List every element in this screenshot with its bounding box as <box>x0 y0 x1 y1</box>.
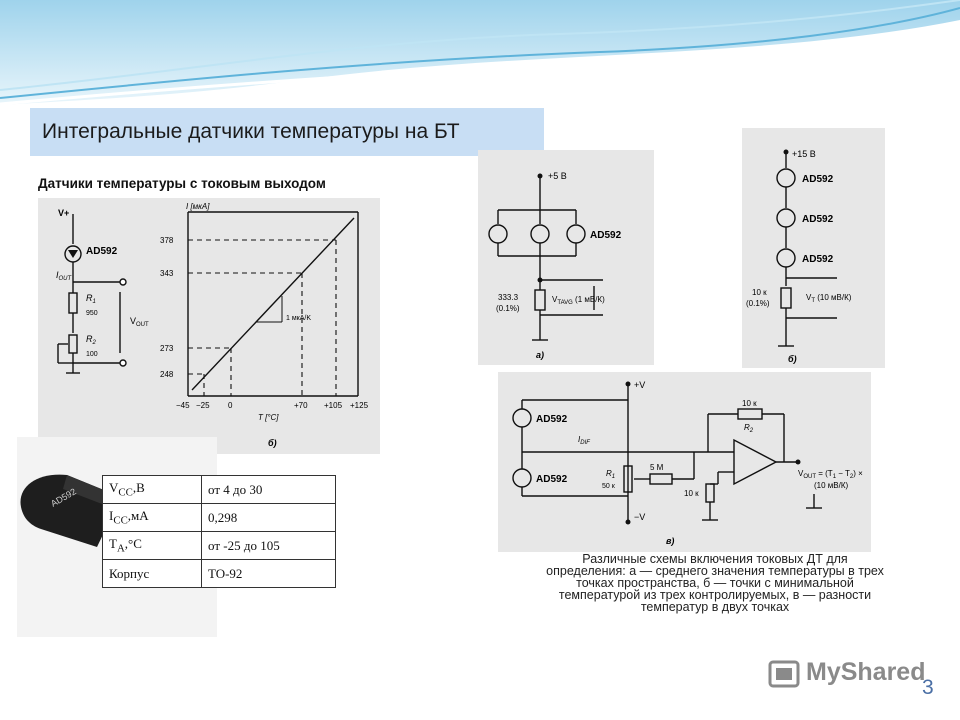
circuit-a-r-tol: (0.1%) <box>496 304 520 313</box>
caption-line: температур в двух точках <box>640 600 790 614</box>
circuit-a-caption: а) <box>536 350 544 360</box>
table-cell: TO-92 <box>201 559 336 588</box>
figure-caption: Различные схемы включения токовых ДТ для… <box>500 552 930 614</box>
sensor-schematic-a: V+ AD592 IOUT R1 950 R2 100 VOUT а) <box>38 198 158 454</box>
circuit-b-caption: б) <box>788 354 797 364</box>
r1-label: R1 <box>86 293 96 305</box>
circuit-a-r: 333.3 <box>498 293 519 302</box>
graph-caption: б) <box>268 438 277 448</box>
circuit-c-caption: в) <box>666 536 674 546</box>
circuit-a: +5 В AD592 333.3 (0.1%) VTAVG (1 мВ/К) а… <box>478 150 654 365</box>
header-wave <box>0 0 960 106</box>
caption-line: точках пространства, б — точки с минимал… <box>576 576 854 590</box>
x-tick-0: 0 <box>228 401 233 410</box>
circuit-b-out: VT (10 мВ/К) <box>806 293 852 304</box>
current-temperature-graph: I [мкА] 378 343 273 248 −45 −25 0 +70 +1… <box>158 198 380 454</box>
caption-line: Различные схемы включения токовых ДТ для <box>582 552 848 566</box>
y-tick-248: 248 <box>160 370 174 379</box>
slide-title-box: Интегральные датчики температуры на БТ <box>30 108 544 156</box>
vout-label: VOUT <box>130 316 149 328</box>
circuit-c-r-5m: 5 M <box>650 463 664 472</box>
slope-label: 1 мкА/K <box>286 315 311 322</box>
r1-value: 950 <box>86 310 98 317</box>
slide-subtitle: Датчики температуры с токовым выходом <box>38 176 326 191</box>
iout-label: IOUT <box>56 270 73 282</box>
circuit-c-chip-2: AD592 <box>536 474 568 485</box>
circuit-c-idif: IDIF <box>578 435 590 446</box>
table-cell: TA,°C <box>102 531 202 560</box>
watermark-text: MyShared <box>806 658 926 686</box>
vplus-label: V+ <box>58 208 69 218</box>
circuit-b-chip-2: AD592 <box>802 214 834 225</box>
circuit-c: +V −V AD592 AD592 IDIF R1 50 к 5 M 10 к … <box>498 372 871 552</box>
r2-value: 100 <box>86 351 98 358</box>
chip-label: AD592 <box>86 246 118 257</box>
graph-xlabel: T [°C] <box>258 413 279 422</box>
circuit-a-out: VTAVG (1 мВ/К) <box>552 295 605 306</box>
circuit-c-vminus: −V <box>634 512 645 522</box>
circuit-b-r-tol: (0.1%) <box>746 299 770 308</box>
y-tick-343: 343 <box>160 269 174 278</box>
circuit-c-r2: R2 <box>744 423 754 434</box>
circuit-c-vplus: +V <box>634 380 645 390</box>
circuit-c-chip-1: AD592 <box>536 414 568 425</box>
table-row: TA,°C от -25 до 105 <box>102 531 336 560</box>
graph-ylabel: I [мкА] <box>186 202 210 211</box>
x-tick-m25: −25 <box>196 401 210 410</box>
table-row: Корпус TO-92 <box>102 559 336 588</box>
r2-label: R2 <box>86 334 97 346</box>
circuit-c-vout: VOUT = (T1 − T2) × <box>798 469 863 480</box>
circuit-a-chip: AD592 <box>590 230 622 241</box>
page-number: 3 <box>922 676 934 699</box>
circuit-c-r1: R1 <box>606 469 615 480</box>
circuit-b-supply: +15 В <box>792 149 816 159</box>
spec-table: VCC,В от 4 до 30 ICC,мА 0,298 TA,°C от -… <box>102 475 336 588</box>
x-tick-m45: −45 <box>176 401 190 410</box>
table-cell: от 4 до 30 <box>201 475 336 504</box>
table-cell: ICC,мА <box>102 503 202 532</box>
caption-line: определения: а — среднего значения темпе… <box>546 564 884 578</box>
circuit-c-r-fb: 10 к <box>742 399 757 408</box>
caption-line: температурой из трех контролируемых, в —… <box>558 588 872 602</box>
table-cell: от -25 до 105 <box>201 531 336 560</box>
table-row: ICC,мА 0,298 <box>102 503 336 532</box>
circuit-b-chip-3: AD592 <box>802 254 834 265</box>
table-cell: 0,298 <box>201 503 336 532</box>
x-tick-105: +105 <box>324 401 343 410</box>
table-cell: Корпус <box>102 559 202 588</box>
circuit-c-r-gnd: 10 к <box>684 489 699 498</box>
slide-title: Интегральные датчики температуры на БТ <box>42 120 460 143</box>
circuit-b-chip-1: AD592 <box>802 174 834 185</box>
y-tick-273: 273 <box>160 344 174 353</box>
circuit-a-supply: +5 В <box>548 171 567 181</box>
table-cell: VCC,В <box>102 475 202 504</box>
circuit-c-vout-unit: (10 мВ/К) <box>814 481 849 490</box>
y-tick-378: 378 <box>160 236 174 245</box>
x-tick-70: +70 <box>294 401 308 410</box>
circuit-b-r: 10 к <box>752 288 767 297</box>
circuit-c-r1-value: 50 к <box>602 483 616 490</box>
watermark-icon <box>768 660 800 688</box>
table-row: VCC,В от 4 до 30 <box>102 475 336 504</box>
circuit-b: +15 В AD592 AD592 AD592 10 к (0.1%) VT (… <box>742 128 885 368</box>
x-tick-125: +125 <box>350 401 369 410</box>
